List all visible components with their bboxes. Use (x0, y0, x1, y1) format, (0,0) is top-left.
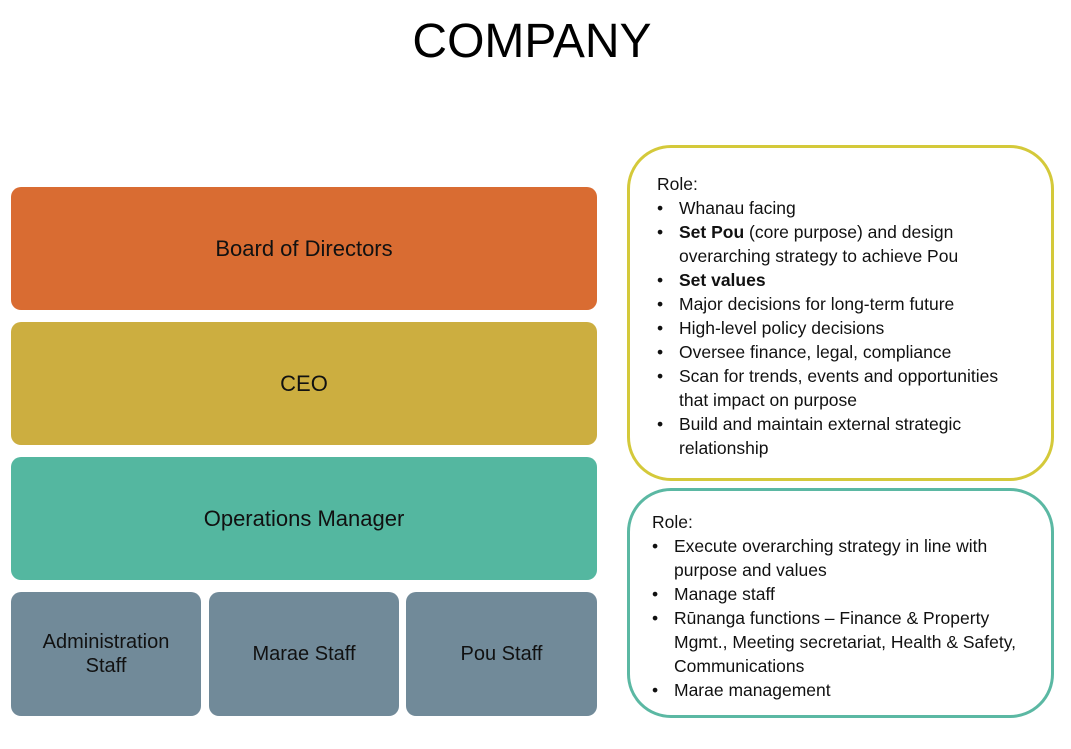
marae-staff-box: Marae Staff (209, 592, 399, 716)
role-heading: Role: (652, 512, 693, 532)
operations-role-callout: Role: Execute overarching strategy in li… (627, 488, 1054, 718)
role-item: Major decisions for long-term future (657, 292, 1031, 316)
role-item: Manage staff (652, 582, 1031, 606)
staff-label: Administration Staff (42, 631, 170, 677)
role-item: High-level policy decisions (657, 316, 1031, 340)
role-item: Rūnanga functions – Finance & Property M… (652, 606, 1031, 678)
administration-staff-box: Administration Staff (11, 592, 201, 716)
role-item: Build and maintain external strategic re… (657, 412, 1031, 460)
role-item: Set values (657, 268, 1031, 292)
role-item: Set Pou (core purpose) and design overar… (657, 220, 1031, 268)
ceo-box: CEO (11, 322, 597, 445)
role-item: Oversee finance, legal, compliance (657, 340, 1031, 364)
role-item: Scan for trends, events and opportunitie… (657, 364, 1031, 412)
pou-staff-box: Pou Staff (406, 592, 597, 716)
role-heading: Role: (657, 174, 698, 194)
role-item: Whanau facing (657, 196, 1031, 220)
ceo-label: CEO (280, 370, 328, 396)
page-title: COMPANY (412, 15, 652, 68)
ops-label: Operations Manager (203, 505, 405, 531)
board-label: Board of Directors (215, 235, 393, 261)
operations-manager-box: Operations Manager (11, 457, 597, 580)
staff-label: Marae Staff (252, 643, 356, 665)
board-role-callout: Role: Whanau facing Set Pou (core purpos… (627, 145, 1054, 481)
staff-label: Pou Staff (460, 643, 543, 665)
role-item: Marae management (652, 678, 1031, 702)
role-item: Execute overarching strategy in line wit… (652, 534, 1031, 582)
board-of-directors-box: Board of Directors (11, 187, 597, 310)
